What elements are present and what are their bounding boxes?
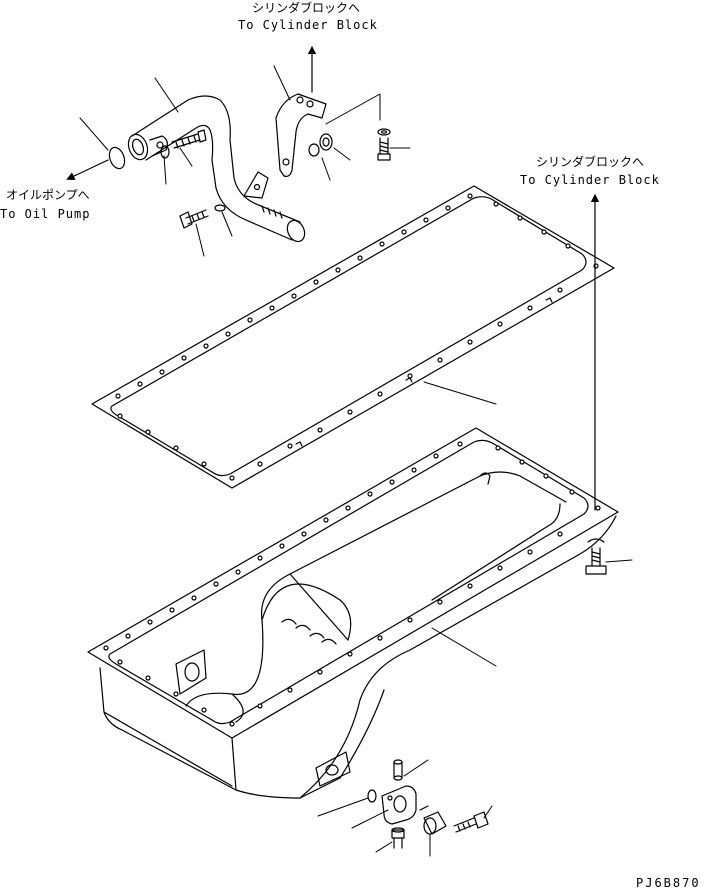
arrow-to-oil-pump	[66, 159, 109, 180]
suction-pipe	[127, 95, 306, 243]
drain-flange	[381, 785, 417, 825]
label-oil-pump-en: To Oil Pump	[0, 207, 91, 221]
pipe-bracket-bolt	[179, 204, 226, 229]
drain-bolt	[453, 811, 489, 833]
drain-small-bolt	[391, 827, 405, 849]
leader-lines	[79, 65, 633, 857]
oil-pan	[87, 427, 619, 799]
oil-pan-gasket	[91, 185, 615, 489]
drain-pin	[393, 759, 403, 781]
drain-o-ring	[367, 789, 377, 803]
drain-plug	[419, 805, 447, 835]
label-oil-pump-jp: オイルポンプへ	[6, 188, 90, 202]
flange-bolt	[160, 129, 207, 159]
pipe-bracket	[275, 93, 327, 177]
label-cylinder-block-top-en: To Cylinder Block	[238, 18, 378, 32]
o-ring-inlet	[108, 146, 126, 170]
label-cylinder-block-top-jp: シリンダブロックへ	[252, 1, 361, 15]
pan-mounting-bolt	[585, 538, 607, 575]
bracket-washers	[308, 133, 333, 157]
label-cylinder-block-right-jp: シリンダブロックへ	[536, 155, 645, 169]
label-cylinder-block-right-en: To Cylinder Block	[520, 173, 660, 187]
bracket-bolt	[377, 128, 391, 161]
drawing-code: PJ6B870	[636, 876, 701, 890]
